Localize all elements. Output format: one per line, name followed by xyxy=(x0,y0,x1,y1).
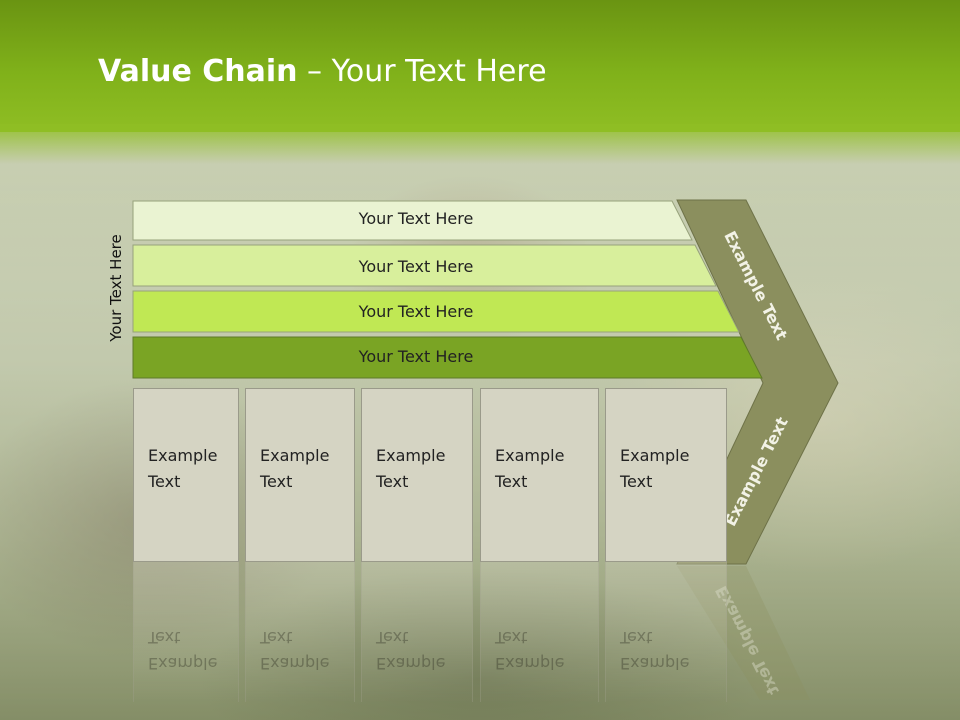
box-reflection-1-line1: Example xyxy=(148,654,218,673)
activity-box-3-line1: Example xyxy=(376,446,446,465)
row-label-3: Your Text Here xyxy=(358,302,474,321)
row-label-1: Your Text Here xyxy=(358,209,474,228)
activity-box-2[interactable]: Example Text xyxy=(245,388,355,562)
activity-box-4[interactable]: Example Text xyxy=(480,388,599,562)
box-reflection-5-line1: Example xyxy=(620,654,690,673)
box-reflection-4-text: Example Text xyxy=(495,624,564,676)
activity-box-5-line2: Text xyxy=(620,472,653,491)
box-reflection-5-line2: Text xyxy=(620,628,653,647)
activity-box-3[interactable]: Example Text xyxy=(361,388,473,562)
box-reflection-4-line1: Example xyxy=(495,654,565,673)
activity-box-1-line2: Text xyxy=(148,472,181,491)
box-reflection-1-line2: Text xyxy=(148,628,181,647)
slide-title[interactable]: Value Chain – Your Text Here xyxy=(98,54,547,89)
activity-box-4-line2: Text xyxy=(495,472,528,491)
title-bar xyxy=(0,0,960,132)
box-reflection-3-line1: Example xyxy=(376,654,446,673)
box-reflection-5: Example Text xyxy=(605,562,727,702)
row-bar-2[interactable] xyxy=(132,244,717,287)
box-reflection-3: Example Text xyxy=(361,562,473,702)
slide-title-bold: Value Chain xyxy=(98,54,298,89)
box-reflection-2: Example Text xyxy=(245,562,355,702)
box-reflection-3-line2: Text xyxy=(376,628,409,647)
box-reflection-2-line1: Example xyxy=(260,654,330,673)
slide-title-rest: – Your Text Here xyxy=(297,54,547,89)
row-bar-1[interactable] xyxy=(132,200,693,241)
box-reflection-2-text: Example Text xyxy=(260,624,329,676)
box-reflection-2-line2: Text xyxy=(260,628,293,647)
box-reflection-4: Example Text xyxy=(480,562,599,702)
activity-box-3-line2: Text xyxy=(376,472,409,491)
activity-box-1[interactable]: Example Text xyxy=(133,388,239,562)
title-bar-fade xyxy=(0,124,960,164)
box-reflection-3-text: Example Text xyxy=(376,624,445,676)
activity-box-5[interactable]: Example Text xyxy=(605,388,727,562)
row-bar-4[interactable] xyxy=(132,336,763,379)
activity-box-4-line1: Example xyxy=(495,446,565,465)
box-reflection-4-line2: Text xyxy=(495,628,528,647)
chevron-reflection xyxy=(677,566,810,700)
activity-box-2-line2: Text xyxy=(260,472,293,491)
boxes-reflection: Example Text Example Text Example Text Exam… xyxy=(0,562,960,702)
row-bar-3[interactable] xyxy=(132,290,740,333)
box-reflection-1-text: Example Text xyxy=(148,624,217,676)
activity-box-1-line1: Example xyxy=(148,446,218,465)
box-reflection-5-text: Example Text xyxy=(620,624,689,676)
activity-box-5-line1: Example xyxy=(620,446,690,465)
row-label-2: Your Text Here xyxy=(358,257,474,276)
activity-box-2-line1: Example xyxy=(260,446,330,465)
chevron-arrow[interactable] xyxy=(676,199,839,565)
box-reflection-1: Example Text xyxy=(133,562,239,702)
row-label-4: Your Text Here xyxy=(358,347,474,366)
